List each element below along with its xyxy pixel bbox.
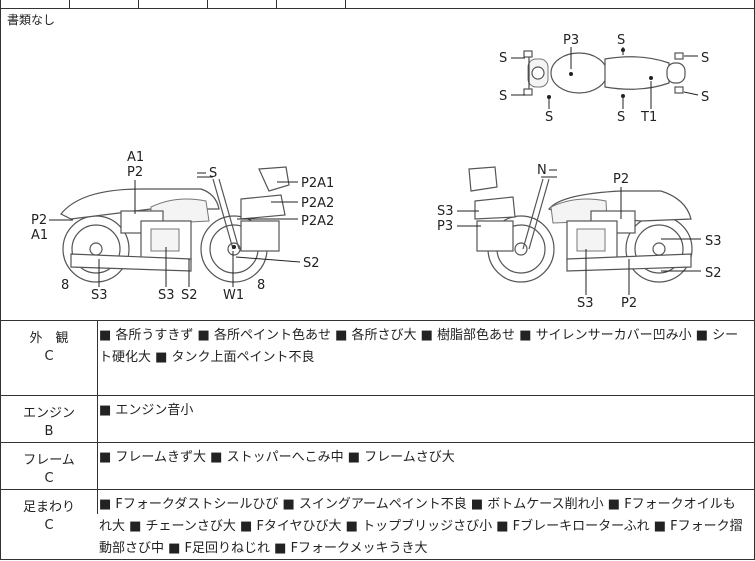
top-label-s-7: S	[617, 110, 625, 125]
top-label-s-4: S	[499, 89, 507, 104]
left-label-a1-top: A1	[127, 150, 144, 165]
left-label-s2: S2	[303, 256, 320, 271]
right-label-s3: S3	[437, 204, 454, 219]
top-label-t1: T1	[640, 110, 657, 125]
top-label-s-2: S	[499, 51, 507, 66]
category-grade: C	[44, 518, 54, 533]
left-label-8-rear: 8	[61, 278, 69, 293]
left-view-motorcycle	[60, 166, 290, 283]
category-name: エンジン	[22, 406, 75, 421]
left-label-p2a1: P2A1	[301, 176, 334, 191]
inspection-row-suspension: 足まわり C ■ Fフォークダストシールひび ■ スイングアームペイント不良 ■…	[1, 490, 754, 559]
left-label-p2: P2	[31, 213, 47, 228]
top-label-s-3: S	[701, 51, 709, 66]
left-label-s3-2: S3	[158, 288, 175, 303]
left-label-a1: A1	[31, 228, 48, 243]
top-label-s-1: S	[617, 33, 625, 48]
row-category-cell: エンジン B	[1, 396, 98, 442]
category-name: 外 観	[29, 331, 69, 346]
row-details: ■ Fフォークダストシールひび ■ スイングアームペイント不良 ■ ボトムケース…	[99, 497, 743, 556]
top-table-strip	[1, 0, 754, 9]
left-label-s3-1: S3	[91, 288, 108, 303]
right-label-s2: S2	[705, 266, 722, 281]
inspection-row-exterior: 外 観 C ■ 各所うすきず ■ 各所ペイント色あせ ■ 各所さび大 ■ 樹脂部…	[1, 321, 754, 396]
top-label-s-5: S	[701, 90, 709, 105]
right-label-n: N	[537, 163, 547, 178]
right-label-s3-2: S3	[705, 234, 722, 249]
category-grade: C	[44, 471, 54, 486]
right-label-p2-bottom: P2	[621, 296, 637, 311]
motorcycle-diagrams: P3 S S S S S S S T1	[31, 33, 722, 311]
right-label-s3-bottom: S3	[577, 296, 594, 311]
right-view-motorcycle	[468, 166, 693, 283]
row-category-cell: フレーム C	[1, 443, 98, 489]
row-category-cell: 外 観 C	[1, 321, 98, 395]
left-label-w1: W1	[223, 288, 244, 303]
top-view-motorcycle	[523, 48, 686, 99]
top-label-s-6: S	[545, 110, 553, 125]
right-label-p3: P3	[437, 219, 453, 234]
row-details: ■ 各所うすきず ■ 各所ペイント色あせ ■ 各所さび大 ■ 樹脂部色あせ ■ …	[99, 328, 739, 365]
document-label: 書類なし	[7, 13, 56, 27]
top-label-p3: P3	[563, 33, 579, 48]
category-grade: C	[44, 349, 54, 364]
right-label-p2-top: P2	[613, 172, 629, 187]
category-grade: B	[44, 424, 54, 439]
category-name: フレーム	[23, 453, 75, 468]
left-label-s2-2: S2	[181, 288, 198, 303]
left-label-p2a2-1: P2A2	[301, 196, 334, 211]
damage-diagram-area: 書類なし	[1, 9, 754, 321]
category-name: 足まわり	[22, 500, 75, 515]
row-details: ■ フレームきず大 ■ ストッパーへこみ中 ■ フレームさび大	[99, 450, 455, 465]
inspection-row-engine: エンジン B ■ エンジン音小	[1, 396, 754, 443]
row-category-cell: 足まわり C	[1, 490, 98, 533]
inspection-row-frame: フレーム C ■ フレームきず大 ■ ストッパーへこみ中 ■ フレームさび大	[1, 443, 754, 490]
left-label-s: S	[209, 166, 217, 181]
left-label-8-front: 8	[257, 278, 265, 293]
left-label-p2a2-2: P2A2	[301, 214, 334, 229]
left-label-p2-top: P2	[127, 165, 143, 180]
row-details: ■ エンジン音小	[99, 403, 194, 418]
